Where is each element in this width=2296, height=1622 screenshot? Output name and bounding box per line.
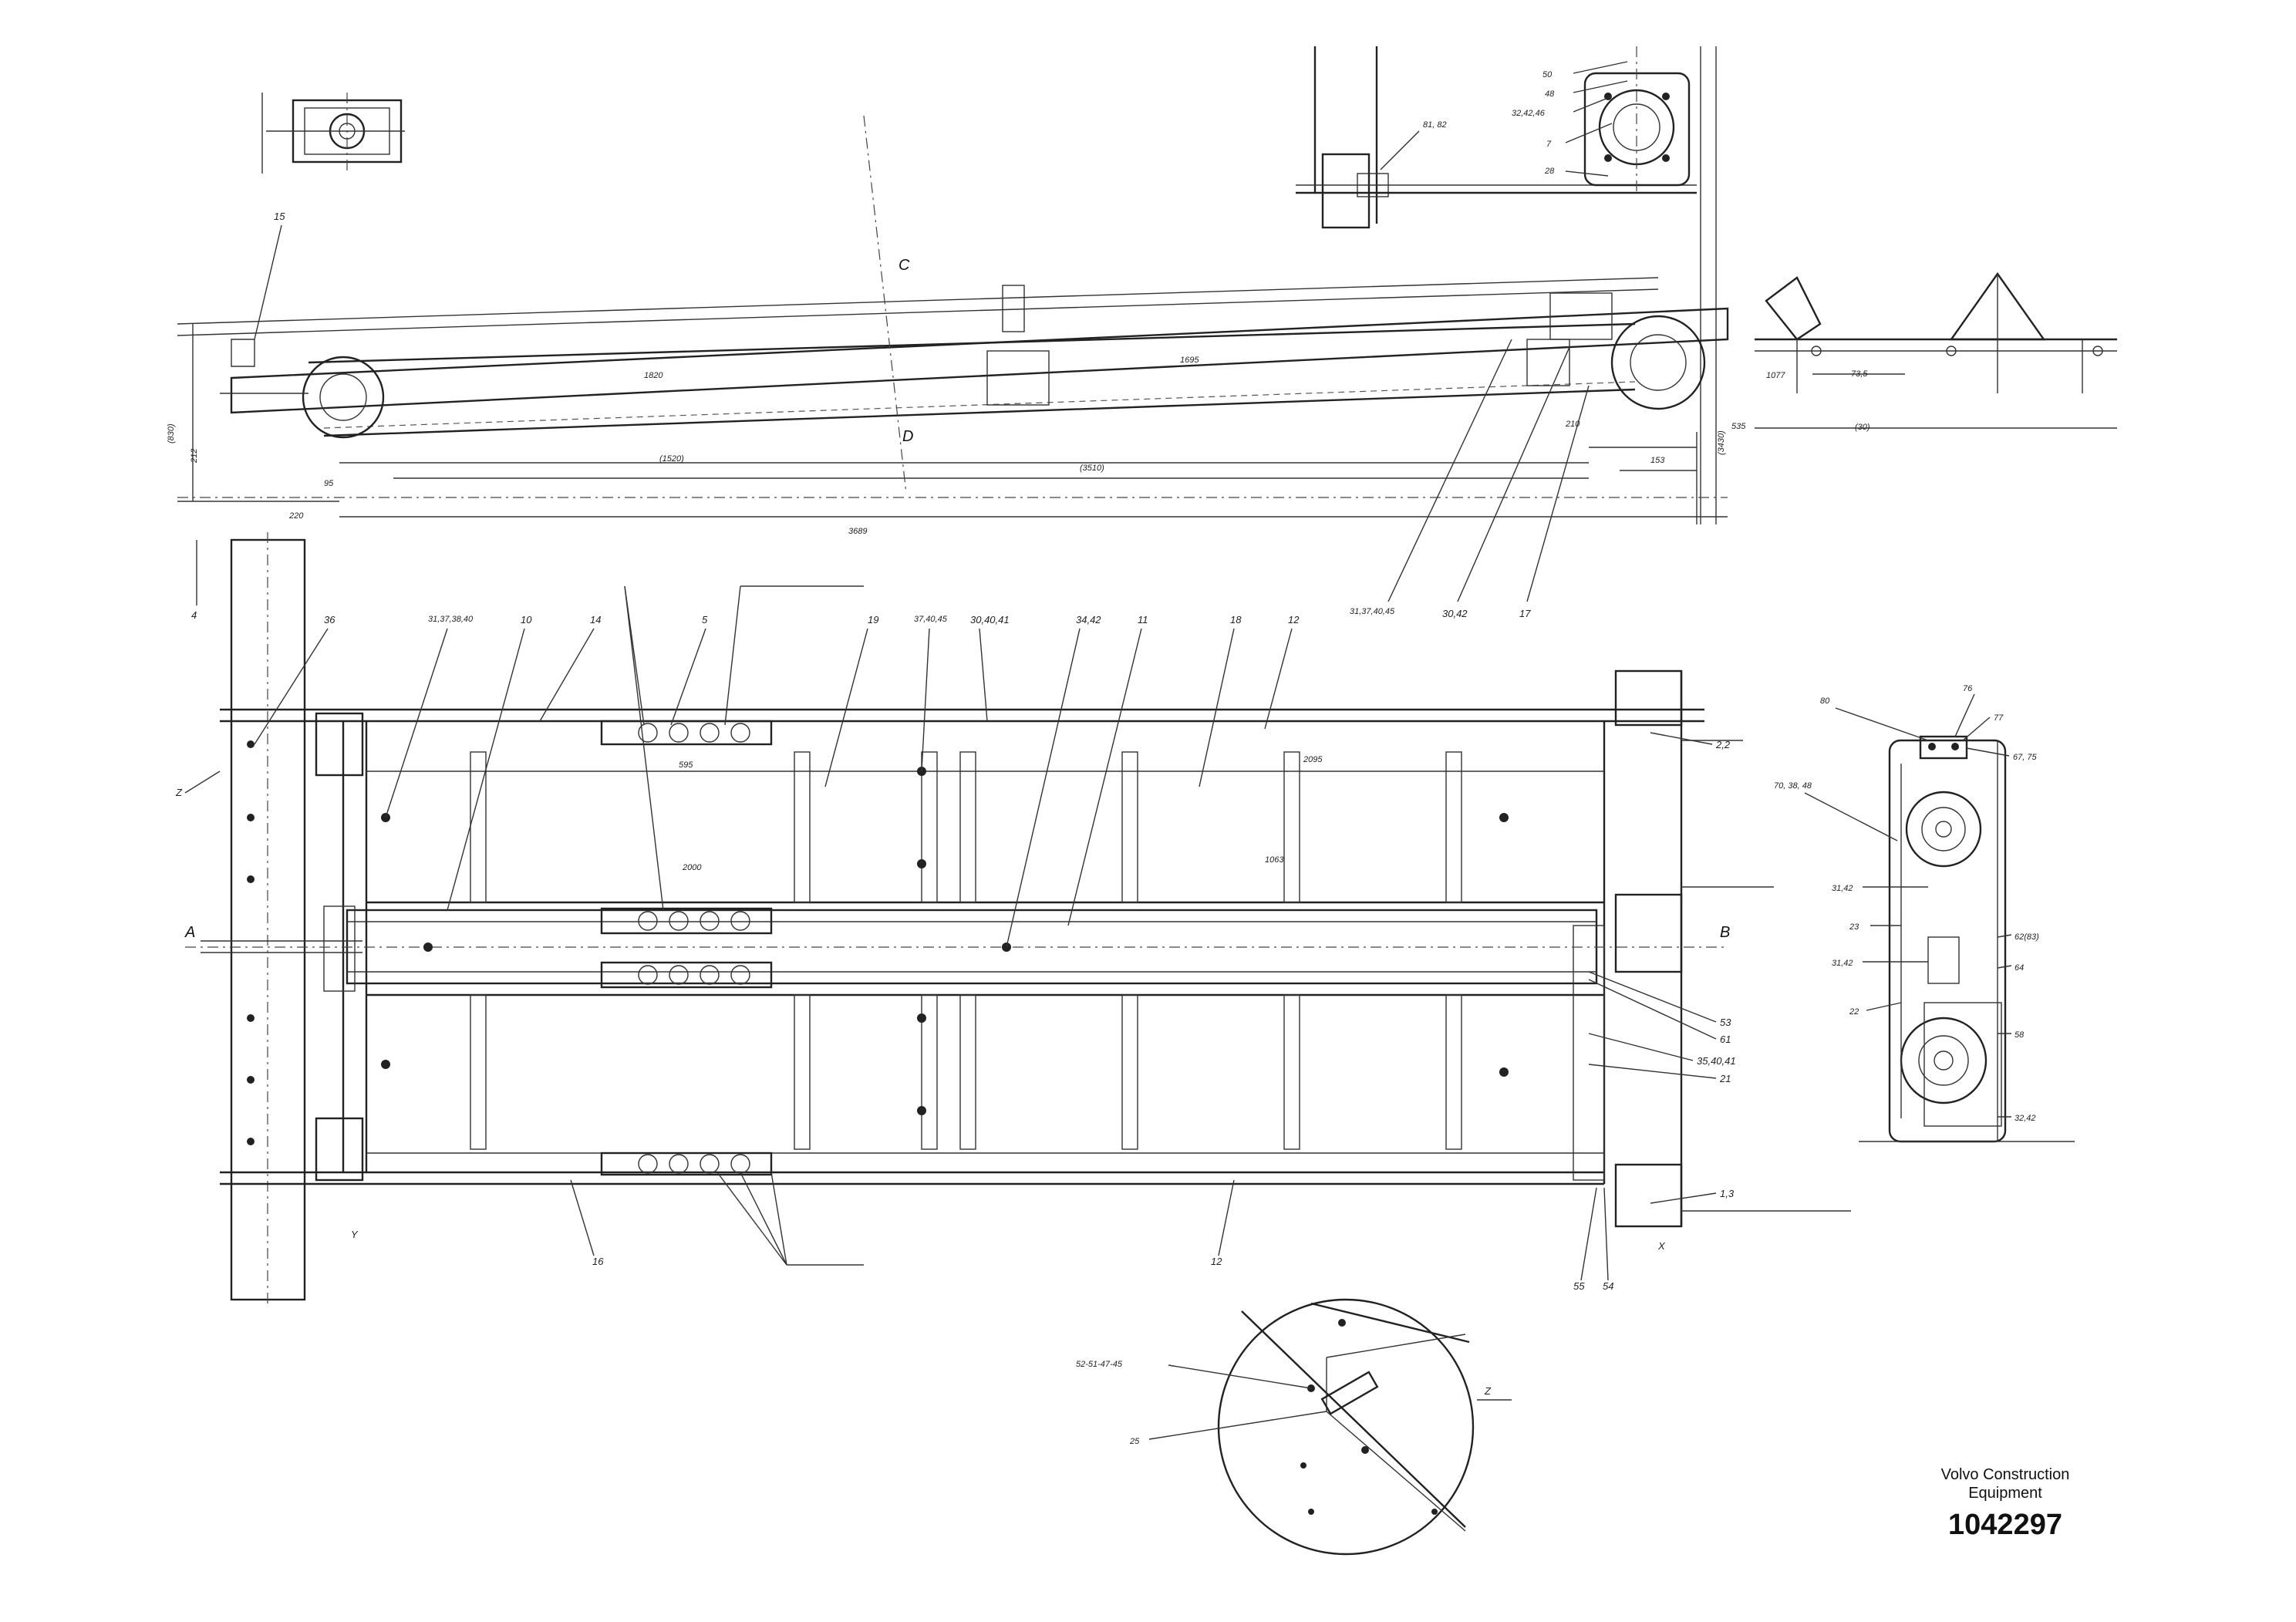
section-marker-d: D	[902, 428, 913, 445]
callout: 70, 38, 48	[1774, 781, 1812, 791]
section-marker-c: C	[899, 257, 910, 274]
callout: 12	[1211, 1256, 1222, 1267]
callout: 23	[1849, 922, 1859, 932]
dimension: 2000	[682, 863, 702, 872]
dimension: 595	[679, 760, 693, 770]
dimension: (30)	[1855, 423, 1870, 432]
callout: 31,37,40,45	[1350, 607, 1395, 616]
callout: Z	[1484, 1385, 1492, 1397]
callout: 1,3	[1720, 1188, 1735, 1199]
top-left-detail	[261, 93, 405, 174]
callout: 36	[324, 614, 335, 626]
callout: 10	[521, 614, 532, 626]
dimension: 95	[324, 479, 334, 488]
top-bearing-detail	[1296, 46, 1717, 524]
dimension: 1820	[644, 371, 663, 380]
dimension: (830)	[167, 423, 176, 443]
brand-label: Volvo Construction Equipment	[1913, 1465, 2098, 1502]
callout: 80	[1820, 696, 1830, 706]
callout: 81, 82	[1423, 120, 1447, 130]
callout: 19	[868, 614, 878, 626]
callout: 37,40,45	[914, 615, 948, 624]
callout: 76	[1963, 684, 1973, 693]
side-elevation	[177, 115, 1729, 524]
view-marker-x: X	[1657, 1240, 1666, 1252]
view-marker-y: Y	[351, 1229, 359, 1240]
dimension: 73,5	[1851, 369, 1868, 379]
callout: 58	[2014, 1030, 2025, 1040]
detail-circle-z	[1217, 1298, 1475, 1556]
dimension: (3430)	[1717, 430, 1726, 455]
callout: 48	[1545, 89, 1555, 99]
callout: 31,42	[1832, 884, 1853, 893]
dimension: (3510)	[1080, 464, 1104, 473]
brand-line-2: Equipment	[1968, 1485, 2042, 1502]
plan-callouts: 36 31,37,38,40 10 14 5 19 37,40,45 30,40…	[184, 614, 1736, 1292]
callout: 54	[1603, 1280, 1613, 1292]
callout: 31,42	[1832, 959, 1853, 968]
view-marker-z: Z	[175, 787, 183, 798]
callout: 17	[1519, 608, 1531, 619]
callout: 64	[2014, 963, 2024, 973]
callout: 5	[702, 614, 708, 626]
callout: 18	[1230, 614, 1242, 626]
callout: 30,42	[1442, 608, 1468, 619]
callout: 28	[1544, 167, 1555, 176]
section-marker-b: B	[1720, 924, 1730, 941]
dimension: 212	[190, 449, 199, 464]
callout: 77	[1994, 713, 2004, 723]
callout: 7	[1546, 140, 1552, 149]
callout: 35,40,41	[1697, 1055, 1736, 1067]
callout: 52-51-47-45	[1076, 1360, 1123, 1369]
dimension: 1063	[1265, 855, 1284, 865]
callout: 62(83)	[2014, 932, 2039, 942]
callout: 25	[1129, 1437, 1140, 1446]
dimension: 1695	[1180, 356, 1199, 365]
callout: 11	[1138, 614, 1148, 626]
dimension: 3689	[848, 527, 867, 536]
callout: 55	[1573, 1280, 1585, 1292]
callout: 67, 75	[2013, 753, 2037, 762]
callout: 34,42	[1076, 614, 1101, 626]
callout: 16	[592, 1256, 604, 1267]
part-number: 1042297	[1948, 1509, 2062, 1541]
right-side-view	[1755, 271, 2117, 429]
callout: 15	[274, 211, 285, 222]
callout: 61	[1720, 1034, 1731, 1045]
callout: 14	[590, 614, 601, 626]
dimension: 1077	[1766, 371, 1785, 380]
dimension: (1520)	[659, 454, 684, 464]
callout: 4	[191, 609, 197, 621]
callout: 2,2	[1715, 739, 1731, 750]
callout: 50	[1542, 70, 1553, 79]
callout: 12	[1288, 614, 1300, 626]
right-tail-detail	[1859, 735, 2075, 1143]
callout: 30,40,41	[970, 614, 1010, 626]
callout: 53	[1720, 1017, 1731, 1028]
callout: 31,37,38,40	[428, 615, 474, 624]
callout: 21	[1719, 1073, 1731, 1084]
dimension: 153	[1650, 456, 1665, 465]
brand-line-1: Volvo Construction	[1940, 1466, 2070, 1483]
plan-view	[185, 532, 1851, 1307]
callout: 22	[1849, 1007, 1859, 1017]
callout: 32,42	[2014, 1114, 2036, 1123]
dimension: 535	[1731, 422, 1746, 431]
callout: 32,42,46	[1512, 109, 1546, 118]
section-marker-a: A	[184, 924, 195, 941]
dimension: 220	[288, 511, 304, 521]
dimension: 2095	[1303, 755, 1323, 764]
